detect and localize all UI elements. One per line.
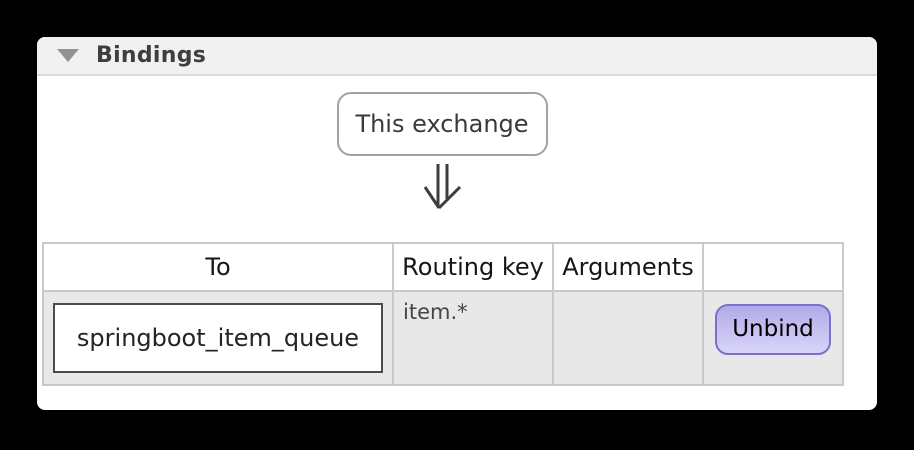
queue-link[interactable]: springboot_item_queue: [53, 303, 383, 373]
binding-to-cell: springboot_item_queue: [42, 290, 394, 386]
section-title: Bindings: [96, 43, 207, 68]
binding-action-cell: Unbind: [702, 290, 844, 386]
double-down-arrow-icon: [42, 164, 842, 210]
section-header[interactable]: Bindings: [37, 37, 877, 76]
binding-row: springboot_item_queue item.* Unbind: [42, 290, 844, 386]
this-exchange-node: This exchange: [336, 92, 548, 156]
column-header-action: [702, 242, 844, 292]
bindings-table: To Routing key Arguments springboot_item…: [42, 242, 844, 386]
this-exchange-label: This exchange: [355, 110, 529, 138]
binding-arguments-cell: [552, 290, 704, 386]
collapse-triangle-icon[interactable]: [57, 49, 79, 62]
binding-routing-key-cell: item.*: [392, 290, 554, 386]
column-header-to: To: [42, 242, 394, 292]
column-header-arguments: Arguments: [552, 242, 704, 292]
bindings-table-header-row: To Routing key Arguments: [42, 242, 844, 292]
unbind-button[interactable]: Unbind: [715, 304, 831, 355]
bindings-content: This exchange To Routing key: [42, 92, 844, 386]
bindings-panel: Bindings This exchange: [37, 37, 877, 410]
column-header-routing-key: Routing key: [392, 242, 554, 292]
